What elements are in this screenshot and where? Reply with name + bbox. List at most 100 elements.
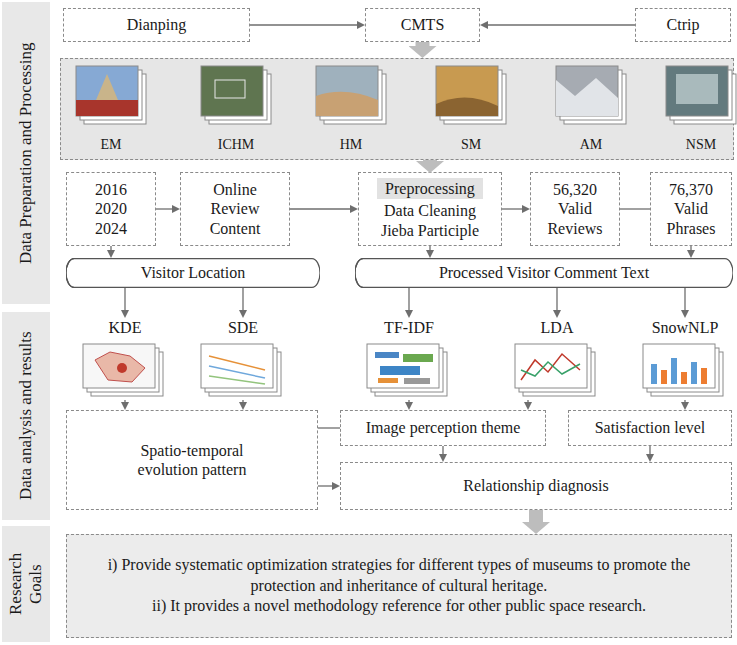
process-box: Online Review Content — [180, 172, 290, 246]
cylinder-rim — [355, 259, 363, 288]
node-label: 76,370 Valid Phrases — [660, 180, 722, 238]
photo — [556, 66, 618, 116]
process-box: Relationship diagnosis — [340, 462, 732, 510]
flow-arrow — [110, 246, 111, 250]
process-box: Dianping — [63, 8, 250, 42]
block-arrow — [529, 510, 543, 522]
chart-frame — [375, 352, 447, 396]
chart-frame — [91, 352, 163, 396]
photo-detail — [676, 74, 718, 104]
flow-arrow — [408, 288, 409, 310]
node-label: 56,320 Valid Reviews — [544, 180, 606, 238]
node-label: 2016 2020 2024 — [91, 180, 131, 238]
flow-arrow — [527, 400, 528, 402]
chart-bar — [701, 368, 707, 384]
chart — [201, 344, 273, 388]
goal-box: i) Provide systematic optimization strat… — [66, 534, 732, 638]
chart — [643, 344, 715, 388]
node-label: Spatio-temporal evolution pattern — [117, 441, 267, 479]
method-label: SnowNLP — [638, 318, 732, 337]
photo-detail — [76, 100, 138, 116]
chart-frame — [647, 348, 719, 392]
photo-frame — [324, 74, 386, 124]
data-cylinder: Visitor Location — [66, 258, 320, 288]
node-label: Processed Visitor Comment Text — [439, 264, 649, 282]
flow-arrow — [408, 400, 409, 402]
chart-frame — [87, 348, 159, 392]
chart-frame — [205, 348, 277, 392]
cylinder-rim — [66, 259, 74, 288]
photo-stack — [556, 66, 626, 124]
chart-stack — [83, 344, 163, 396]
method-card: SDE — [196, 318, 290, 400]
photo-frame — [440, 70, 502, 120]
chart-frame — [651, 352, 723, 396]
process-box: 56,320 Valid Reviews — [530, 172, 620, 246]
photo-frame — [670, 70, 732, 120]
chart-line — [521, 362, 580, 376]
photo — [436, 66, 498, 116]
chart-bar — [681, 372, 687, 384]
image-label: SM — [436, 137, 506, 153]
photo-detail — [96, 74, 118, 100]
chart-frame — [523, 352, 595, 396]
chart-stack — [367, 344, 447, 396]
photo — [76, 66, 138, 116]
photo-stack — [201, 66, 271, 124]
flow-arrow — [242, 400, 243, 402]
map-hotspot — [117, 363, 127, 373]
process-box: Spatio-temporal evolution pattern — [66, 410, 318, 510]
process-box: Image perception theme — [340, 410, 546, 446]
chart-frame — [519, 348, 591, 392]
flow-arrow — [429, 246, 430, 250]
image-strip: EMICHMHMSMAMNSM — [60, 58, 734, 160]
photo — [201, 66, 263, 116]
chart — [515, 344, 587, 388]
chart-bar — [651, 364, 657, 384]
photo-frame — [444, 74, 506, 124]
chart — [83, 344, 155, 388]
chart-frame — [371, 348, 443, 392]
goal-text: ii) It provides a novel methodology refe… — [152, 596, 646, 617]
node-label: Relationship diagnosis — [463, 476, 608, 495]
photo-frame — [205, 70, 267, 120]
node-label: Jieba Participle — [381, 221, 479, 240]
method-card: LDA — [510, 318, 604, 400]
process-box: PreprocessingData CleaningJieba Particip… — [358, 172, 502, 246]
flow-arrow — [290, 208, 350, 209]
node-label: Dianping — [127, 15, 187, 34]
flow-arrow — [502, 208, 522, 209]
method-label: TF-IDF — [362, 318, 456, 337]
chart-stack — [515, 344, 595, 396]
flow-arrow — [442, 446, 443, 454]
flow-arrow — [250, 24, 357, 25]
node-label: Visitor Location — [141, 264, 245, 282]
chart-line — [521, 354, 580, 380]
photo-stack — [76, 66, 146, 124]
chart-bar — [661, 370, 667, 384]
chart-bar — [671, 358, 677, 384]
cylinder-body — [355, 259, 733, 288]
word-mark — [375, 352, 399, 358]
chart-stack — [201, 344, 281, 396]
flow-arrow — [684, 400, 685, 402]
photo-stack — [436, 66, 506, 124]
node-label: Online Review Content — [199, 180, 271, 238]
photo-frame — [84, 74, 146, 124]
flow-arrow — [156, 208, 172, 209]
method-label: KDE — [78, 318, 172, 337]
method-card: TF-IDF — [362, 318, 456, 400]
section-band: Research Goals — [2, 526, 50, 642]
flow-arrow — [318, 427, 340, 428]
image-label: AM — [556, 137, 626, 153]
flow-arrow — [690, 246, 691, 250]
method-label: SDE — [196, 318, 290, 337]
word-mark — [403, 354, 433, 362]
section-band: Data Preparation and Processing — [2, 2, 50, 304]
image-label: HM — [316, 137, 386, 153]
photo — [666, 66, 728, 116]
node-label: Ctrip — [667, 15, 700, 34]
photo-frame — [209, 74, 271, 124]
image-label: NSM — [666, 137, 736, 153]
photo — [316, 66, 378, 116]
